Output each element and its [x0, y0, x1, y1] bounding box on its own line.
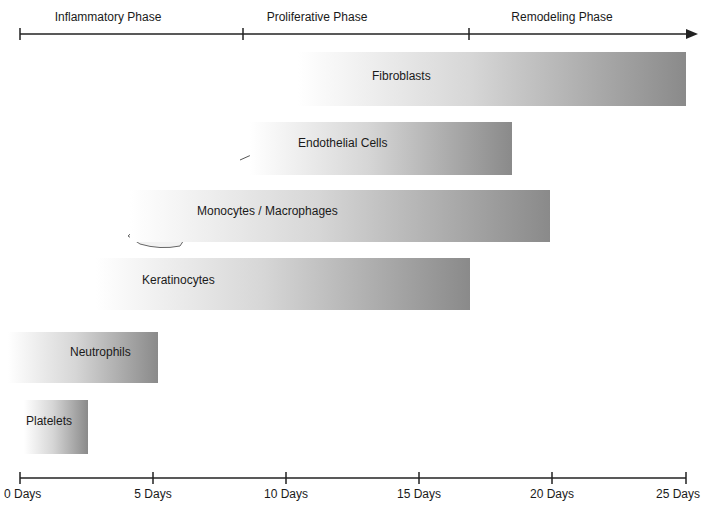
- phase-axis: [20, 33, 690, 35]
- cell-label: Neutrophils: [70, 345, 131, 359]
- endothelial-bar: Endothelial Cells: [250, 122, 512, 175]
- cell-label: Monocytes / Macrophages: [197, 204, 338, 218]
- day-ticks: [20, 472, 686, 484]
- day-label: 0 Days: [4, 487, 41, 501]
- cell-label: Platelets: [26, 414, 72, 428]
- neutrophil-bar: Neutrophils: [8, 332, 158, 383]
- cell-label: Keratinocytes: [142, 273, 215, 287]
- day-axis: [20, 477, 686, 479]
- phase-label: Remodeling Phase: [511, 10, 612, 24]
- fibroblast-bar: Fibroblasts: [298, 52, 686, 106]
- day-label: 10 Days: [264, 487, 308, 501]
- platelet-bar: Platelets: [24, 400, 88, 454]
- day-label: 20 Days: [530, 487, 574, 501]
- day-label: 5 Days: [134, 487, 171, 501]
- phase-label: Inflammatory Phase: [55, 10, 162, 24]
- day-label: 25 Days: [656, 487, 700, 501]
- day-label: 15 Days: [397, 487, 441, 501]
- phase-tick: [242, 28, 244, 40]
- axis-arrowhead: [686, 29, 698, 39]
- phase-label: Proliferative Phase: [267, 10, 368, 24]
- cell-label: Fibroblasts: [372, 69, 431, 83]
- keratinocyte-bar: Keratinocytes: [96, 258, 470, 310]
- phase-tick: [468, 28, 470, 40]
- macrophage-bar: Monocytes / Macrophages: [130, 190, 550, 242]
- phase-tick: [19, 28, 21, 40]
- cell-label: Endothelial Cells: [298, 136, 387, 150]
